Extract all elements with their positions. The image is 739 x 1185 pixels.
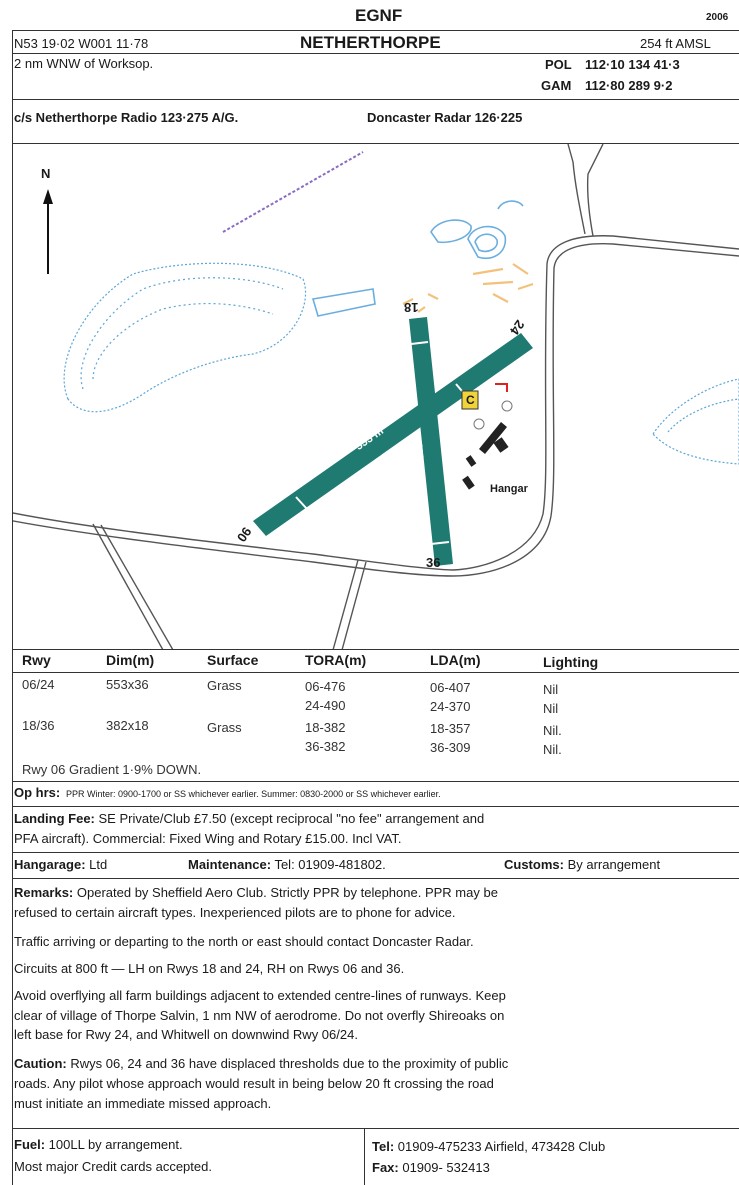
rwy-lighting: Nil <box>543 701 559 716</box>
remarks-avoid-3: left base for Rwy 24, and Whitwell on do… <box>14 1027 358 1042</box>
landing-fee-text: SE Private/Club £7.50 (except reciprocal… <box>94 811 485 826</box>
fuel-value: 100LL by arrangement. <box>45 1137 183 1152</box>
remarks-label: Remarks: <box>14 885 74 900</box>
landing-fee-line1: Landing Fee: SE Private/Club £7.50 (exce… <box>14 811 484 826</box>
fuel-label: Fuel: <box>14 1137 46 1152</box>
fax-value: 01909- 532413 <box>398 1160 490 1175</box>
rwy-lda: 18-357 <box>430 721 471 736</box>
ophrs-label: Op hrs: <box>14 785 61 800</box>
hangar-label: Hangar <box>490 483 528 495</box>
aerodrome-elevation: 254 ft AMSL <box>640 36 711 51</box>
rwy-id: 18/36 <box>22 718 55 733</box>
telephone: Tel: 01909-475233 Airfield, 473428 Club <box>372 1139 605 1154</box>
rwy-lda: 36-309 <box>430 740 471 755</box>
rwy-tora: 36-382 <box>305 739 346 754</box>
rwy-lighting: Nil. <box>543 723 562 738</box>
fax-label: Fax: <box>372 1160 399 1175</box>
caution-line3: must initiate an immediate missed approa… <box>14 1096 272 1111</box>
remarks-traffic: Traffic arriving or departing to the nor… <box>14 934 474 949</box>
vor-gam-value: 112·80 289 9·2 <box>585 78 673 93</box>
tel-label: Tel: <box>372 1139 395 1154</box>
aerodrome-coords: N53 19·02 W001 11·78 <box>14 36 149 51</box>
rwy-tora: 18-382 <box>305 720 346 735</box>
rwy-lighting: Nil. <box>543 742 562 757</box>
caution-label: Caution: <box>14 1056 67 1071</box>
rwy-tora: 24-490 <box>305 698 346 713</box>
hangarage: Hangarage: Ltd <box>14 857 107 872</box>
remarks-avoid-1: Avoid overflying all farm buildings adja… <box>14 988 506 1003</box>
customs-label: Customs: <box>504 857 564 872</box>
rwy-surface: Grass <box>207 720 242 735</box>
icao-code: EGNF <box>355 6 403 25</box>
rwy-label-36: 36 <box>426 555 441 570</box>
remarks-text: Operated by Sheffield Aero Club. Strictl… <box>73 885 498 900</box>
rwy-surface: Grass <box>207 678 242 693</box>
maintenance: Maintenance: Tel: 01909-481802. <box>188 857 386 872</box>
chart-year: 2006 <box>706 12 729 23</box>
rwy-tora: 06-476 <box>305 679 346 694</box>
remarks-avoid-2: clear of village of Thorpe Salvin, 1 nm … <box>14 1008 505 1023</box>
rwy-label-18: 18 <box>404 300 419 315</box>
caution-line1: Caution: Rwys 06, 24 and 36 have displac… <box>14 1056 508 1071</box>
remarks-circuits: Circuits at 800 ft — LH on Rwys 18 and 2… <box>14 961 405 976</box>
col-lda: LDA(m) <box>430 652 481 668</box>
rwy-lda: 06-407 <box>430 680 471 695</box>
vor-gam-label: GAM <box>541 78 572 93</box>
radar-frequency: Doncaster Radar 126·225 <box>367 110 523 125</box>
col-dim: Dim(m) <box>106 652 155 668</box>
maintenance-label: Maintenance: <box>188 857 272 872</box>
customs: Customs: By arrangement <box>504 857 660 872</box>
col-lighting: Lighting <box>543 654 599 670</box>
landing-fee-label: Landing Fee: <box>14 811 95 826</box>
rwy-dim: 553x36 <box>106 677 149 692</box>
ophrs-text: PPR Winter: 0900-1700 or SS whichever ea… <box>66 789 441 799</box>
rwy-lda: 24-370 <box>430 699 471 714</box>
aerodrome-map <box>13 144 739 650</box>
runway-gradient: Rwy 06 Gradient 1·9% DOWN. <box>22 762 202 777</box>
caution-line2: roads. Any pilot whose approach would re… <box>14 1076 494 1091</box>
maintenance-value: Tel: 01909-481802. <box>271 857 386 872</box>
rwy-id: 06/24 <box>22 677 55 692</box>
tel-value: 01909-475233 Airfield, 473428 Club <box>394 1139 606 1154</box>
fax: Fax: 01909- 532413 <box>372 1160 490 1175</box>
vor-pol-value: 112·10 134 41·3 <box>585 57 680 72</box>
customs-marker: C <box>466 393 475 407</box>
vor-pol-label: POL <box>545 57 572 72</box>
remarks-line1: Remarks: Operated by Sheffield Aero Club… <box>14 885 498 900</box>
landing-fee-line2: PFA aircraft). Commercial: Fixed Wing an… <box>14 831 402 846</box>
caution-text: Rwys 06, 24 and 36 have displaced thresh… <box>66 1056 509 1071</box>
north-label: N <box>41 166 51 181</box>
rwy-lighting: Nil <box>543 682 559 697</box>
rwy-dim: 382x18 <box>106 718 149 733</box>
fuel: Fuel: 100LL by arrangement. <box>14 1137 183 1152</box>
hangarage-value: Ltd <box>85 857 108 872</box>
aerodrome-location: 2 nm WNW of Worksop. <box>14 56 154 71</box>
col-surface: Surface <box>207 652 259 668</box>
customs-value: By arrangement <box>563 857 661 872</box>
credit-cards: Most major Credit cards accepted. <box>14 1159 212 1174</box>
remarks-line2: refused to certain aircraft types. Inexp… <box>14 905 456 920</box>
col-rwy: Rwy <box>22 652 51 668</box>
col-tora: TORA(m) <box>305 652 367 668</box>
hangarage-label: Hangarage: <box>14 857 86 872</box>
radio-callsign: c/s Netherthorpe Radio 123·275 A/G. <box>14 110 239 125</box>
aerodrome-name: NETHERTHORPE <box>300 33 441 52</box>
